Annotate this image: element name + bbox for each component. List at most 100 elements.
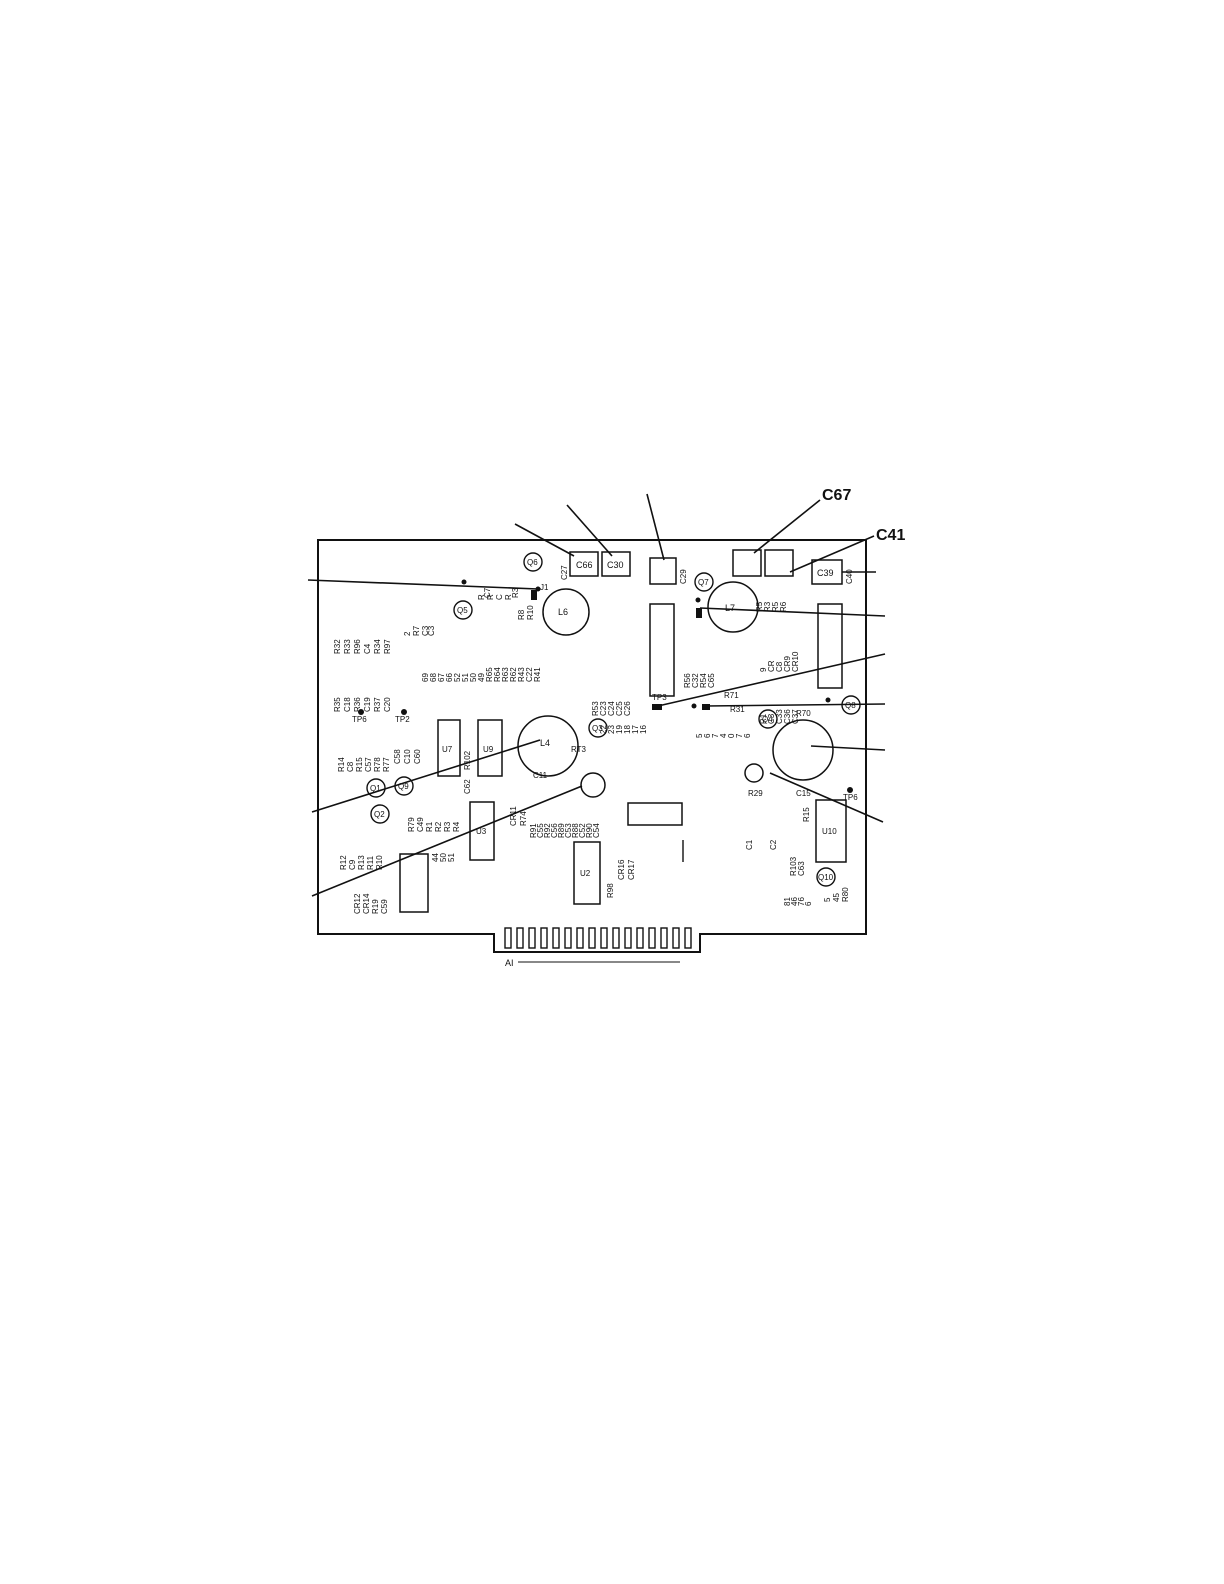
label-c1: C1 bbox=[745, 839, 754, 850]
column-label-nums_b-2: 7 bbox=[711, 733, 720, 738]
column-label-column_bottom_left2-0: CR12 bbox=[353, 893, 362, 914]
column-label-column_mid_low2-6: R88 bbox=[571, 823, 580, 838]
column-label-column_c58-2: C60 bbox=[413, 749, 422, 764]
column-label-nums_i-0: R8 bbox=[517, 609, 526, 620]
coil-right bbox=[772, 719, 834, 781]
label-rt3: RT3 bbox=[571, 745, 587, 754]
column-label-column_center-4: C26 bbox=[623, 701, 632, 716]
column-label-column_right3-0: 9 bbox=[759, 667, 768, 672]
ic-center-rect bbox=[627, 802, 683, 826]
transistor-q9 bbox=[394, 776, 414, 796]
column-label-column_right4-2: C33 bbox=[775, 709, 784, 724]
column-label-column_center-3: C25 bbox=[615, 701, 624, 716]
ic-u9 bbox=[477, 719, 503, 777]
column-label-nums_e-2: R80 bbox=[841, 887, 850, 902]
label-cr11: CR11 bbox=[509, 806, 518, 826]
test-point-tp2 bbox=[401, 709, 407, 715]
column-label-column_mid-7: 49 bbox=[477, 673, 486, 682]
column-label-nums_c-1: 50 bbox=[439, 853, 448, 862]
column-label-column_mid_low2-8: R90 bbox=[585, 823, 594, 838]
column-label-column_right-1: C32 bbox=[691, 673, 700, 688]
label-cr17: CR17 bbox=[627, 859, 636, 880]
cap-box-c30 bbox=[601, 551, 631, 577]
column-label-nums_b-0: 5 bbox=[695, 733, 704, 738]
label-u3: U3 bbox=[476, 827, 487, 836]
column-label-nums_d-2: 76 bbox=[797, 897, 806, 906]
coil-label-l6: L6 bbox=[558, 607, 568, 617]
column-label-column_right3-1: CR bbox=[767, 660, 776, 672]
column-label-nums_g-1: R7 bbox=[412, 625, 421, 636]
transistor-q4 bbox=[758, 709, 778, 729]
column-label-column_bottom_left-3: R11 bbox=[366, 855, 375, 870]
column-label-column_left2-2: R36 bbox=[353, 697, 362, 712]
column-label-column_bottom_left2-2: R19 bbox=[371, 899, 380, 914]
label-c27: C27 bbox=[560, 565, 569, 580]
edge-label: AI bbox=[505, 958, 514, 968]
column-label-column_mid_low2-9: C54 bbox=[592, 823, 601, 838]
column-label-column_center-1: C23 bbox=[599, 701, 608, 716]
column-label-nums_e-1: 45 bbox=[832, 893, 841, 902]
column-label-column_mid-2: 67 bbox=[437, 673, 446, 682]
label-r74: R74 bbox=[519, 811, 528, 826]
column-label-nums_g-0: 2 bbox=[403, 631, 412, 636]
column-label-column_left2-3: C19 bbox=[363, 697, 372, 712]
column-label-column_mid-1: 68 bbox=[429, 673, 438, 682]
pad-tp3 bbox=[652, 704, 662, 710]
column-label-nums_d-1: 46 bbox=[790, 897, 799, 906]
column-label-nums_h-1: R bbox=[486, 594, 495, 600]
label-r102: R102 bbox=[463, 750, 472, 770]
column-label-column_right3-2: C8 bbox=[775, 661, 784, 672]
column-label-column_mid_low-2: R1 bbox=[425, 821, 434, 832]
column-label-column_left2-0: R35 bbox=[333, 697, 342, 712]
label-c40: C40 bbox=[845, 569, 854, 584]
label-q5: Q5 bbox=[457, 606, 468, 615]
column-label-column_mid_low-3: R2 bbox=[434, 821, 443, 832]
column-label-column_mid_low-4: R3 bbox=[443, 821, 452, 832]
label-u7: U7 bbox=[442, 745, 453, 754]
column-label-column_mid-11: R62 bbox=[509, 667, 518, 682]
ic-u7 bbox=[437, 719, 461, 777]
column-label-column_bottom_left2-3: C59 bbox=[380, 899, 389, 914]
cap-label-c66: C66 bbox=[576, 560, 593, 570]
dot-r71 bbox=[691, 703, 697, 709]
column-label-column_bottom_left-4: R10 bbox=[375, 855, 384, 870]
label-tp3: TP3 bbox=[652, 693, 667, 702]
column-label-column_mid_low-5: R4 bbox=[452, 821, 461, 832]
label-c62: C62 bbox=[463, 779, 472, 794]
column-label-column_mid_low2-0: R91 bbox=[529, 823, 538, 838]
coil-label-l4: L4 bbox=[540, 738, 550, 748]
transistor-q6 bbox=[523, 552, 543, 572]
column-label-column_right3-3: CR9 bbox=[783, 655, 792, 672]
transistor-q10 bbox=[816, 867, 836, 887]
column-label-column_mid_low2-1: C55 bbox=[536, 823, 545, 838]
coil-small bbox=[580, 772, 606, 798]
column-label-column_left_mid-5: R77 bbox=[382, 757, 391, 772]
column-label-column_mid_low2-5: C53 bbox=[564, 823, 573, 838]
cap-label-c30: C30 bbox=[607, 560, 624, 570]
column-label-column_left_mid-1: C8 bbox=[346, 761, 355, 772]
column-label-nums_h-2: C bbox=[495, 594, 504, 600]
column-label-nums_a-4: 17 bbox=[631, 725, 640, 734]
label-q2: Q2 bbox=[374, 810, 385, 819]
column-label-column_mid-8: R65 bbox=[485, 667, 494, 682]
label-r98: R98 bbox=[606, 883, 615, 898]
column-label-column_right-0: R56 bbox=[683, 673, 692, 688]
cap-box-c29 bbox=[649, 557, 677, 585]
column-label-column_bottom_left2-1: CR14 bbox=[362, 893, 371, 914]
column-label-column_mid-12: R43 bbox=[517, 667, 526, 682]
transistor-q2 bbox=[370, 804, 390, 824]
cap-box-c41 bbox=[764, 549, 794, 577]
column-label-nums_b-5: 7 bbox=[735, 733, 744, 738]
ic-u2 bbox=[573, 841, 601, 905]
column-label-column_mid_low2-4: R89 bbox=[557, 823, 566, 838]
column-label-column_left2-1: C18 bbox=[343, 697, 352, 712]
column-label-column_center-2: C24 bbox=[607, 701, 616, 716]
transistor-q3 bbox=[588, 718, 608, 738]
column-label-column_right2-1: R3 bbox=[763, 601, 772, 612]
label-q4: Q4 bbox=[762, 715, 773, 724]
coil-label-l7: L7 bbox=[725, 603, 735, 613]
column-label-column_right3-4: CR10 bbox=[791, 651, 800, 672]
label-c2: C2 bbox=[769, 839, 778, 850]
component-tall-right bbox=[817, 603, 843, 689]
